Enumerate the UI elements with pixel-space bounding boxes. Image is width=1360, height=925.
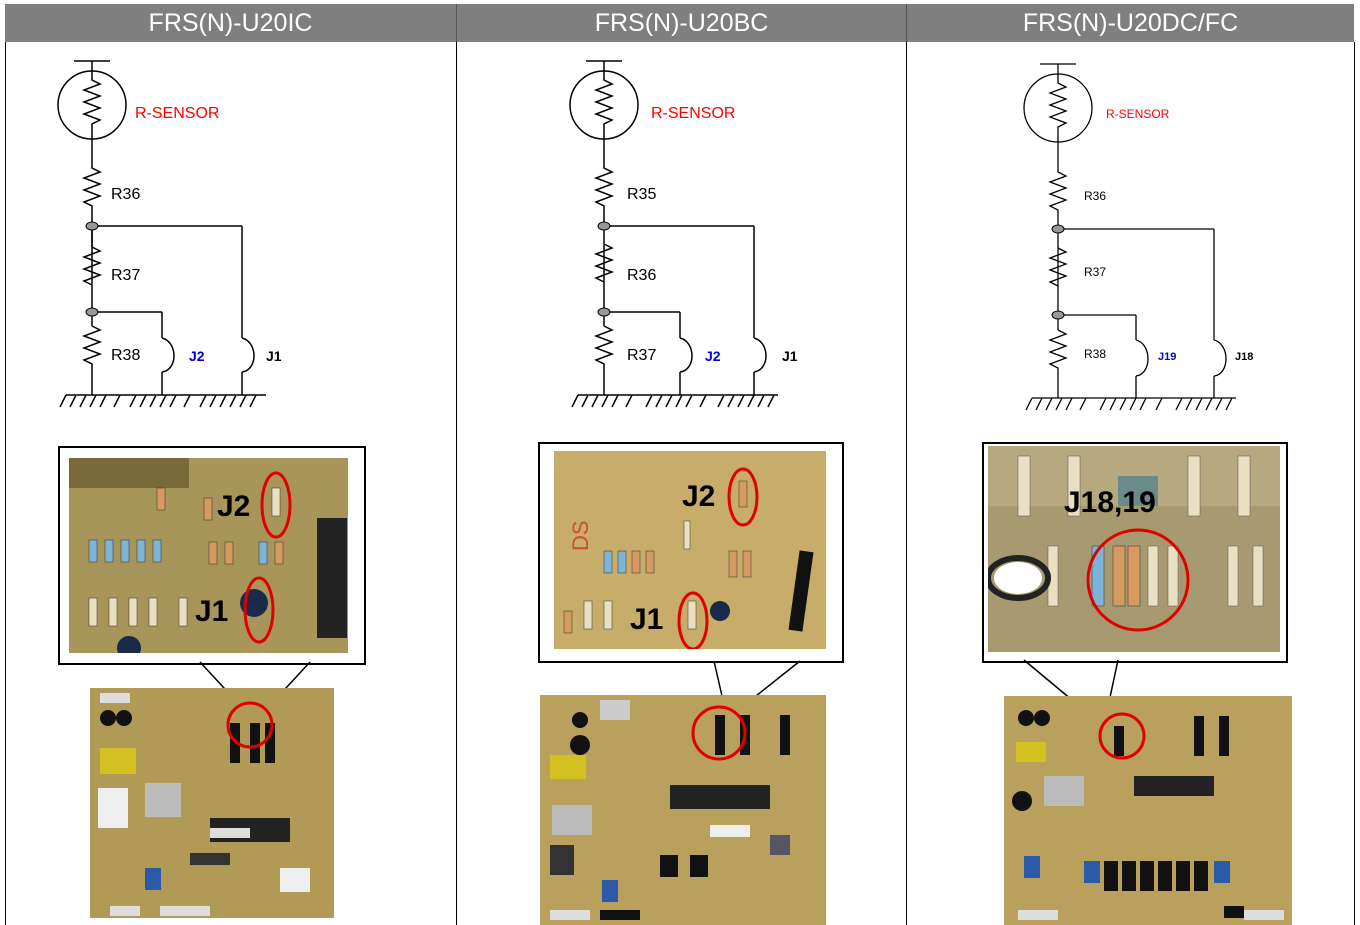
highlight-circle: [1098, 712, 1146, 760]
zoom-callout-3: J18,19: [982, 442, 1288, 663]
highlight-circle: [243, 576, 275, 644]
pcb-board-photo: [90, 688, 334, 918]
resistor-label: R38: [111, 347, 140, 364]
zoom-label-j2: J2: [682, 480, 715, 513]
pcb-board-photo: [540, 695, 826, 925]
jumper-near-label: J19: [1158, 351, 1176, 363]
pcb-closeup-photo: J2 J1: [69, 458, 348, 653]
column-title-3: FRS(N)-U20DC/FC: [906, 4, 1354, 42]
resistor-label: R37: [111, 267, 140, 284]
schematic-3: R-SENSOR R36 R37 R38 J19 J18: [1023, 63, 1253, 411]
zoom-callout-2: DS J2 J1: [538, 442, 844, 663]
pcb-closeup-photo: J18,19: [988, 446, 1280, 652]
pcb-closeup-photo: DS J2 J1: [554, 451, 826, 649]
jumper-near-label: J2: [189, 348, 205, 364]
highlight-circle: [691, 705, 747, 761]
jumper-near-label: J2: [705, 348, 721, 364]
column-title-2: FRS(N)-U20BC: [456, 4, 906, 42]
zoom-label-j1: J1: [195, 595, 228, 628]
header-row: FRS(N)-U20IC FRS(N)-U20BC FRS(N)-U20DC/F…: [5, 4, 1354, 42]
schematic-1: R-SENSOR R36 R37 R38 J2 J1: [57, 60, 282, 408]
sensor-label: R-SENSOR: [135, 105, 219, 122]
resistor-label: R37: [1084, 265, 1106, 279]
resistor-label: R36: [1084, 189, 1106, 203]
column-divider: [906, 42, 907, 925]
highlight-circle: [260, 471, 292, 539]
column-divider: [1354, 42, 1355, 925]
highlight-circle: [727, 467, 759, 527]
highlight-circle: [226, 701, 274, 749]
schematic-2: R-SENSOR R35 R36 R37 J2 J1: [569, 60, 798, 408]
sensor-label: R-SENSOR: [651, 105, 735, 122]
resistor-label: R38: [1084, 347, 1106, 361]
resistor-label: R36: [111, 186, 140, 203]
resistor-label: R37: [627, 347, 656, 364]
highlight-circle: [677, 591, 709, 649]
column-divider: [5, 42, 6, 925]
column-divider: [456, 42, 457, 925]
svg-text:DS: DS: [568, 520, 593, 551]
zoom-label-j2: J2: [217, 490, 250, 523]
resistor-label: R35: [627, 186, 656, 203]
resistor-label: R36: [627, 267, 656, 284]
jumper-far-label: J18: [1235, 351, 1253, 363]
sensor-label: R-SENSOR: [1106, 107, 1170, 121]
zoom-label-j1: J1: [630, 603, 663, 636]
jumper-far-label: J1: [266, 348, 282, 364]
pcb-board-photo: [1004, 696, 1292, 925]
column-title-1: FRS(N)-U20IC: [5, 4, 456, 42]
zoom-callout-1: J2 J1: [58, 446, 366, 665]
highlight-circle: [1086, 528, 1190, 632]
jumper-far-label: J1: [782, 348, 798, 364]
zoom-label-j18-19: J18,19: [1064, 486, 1156, 519]
